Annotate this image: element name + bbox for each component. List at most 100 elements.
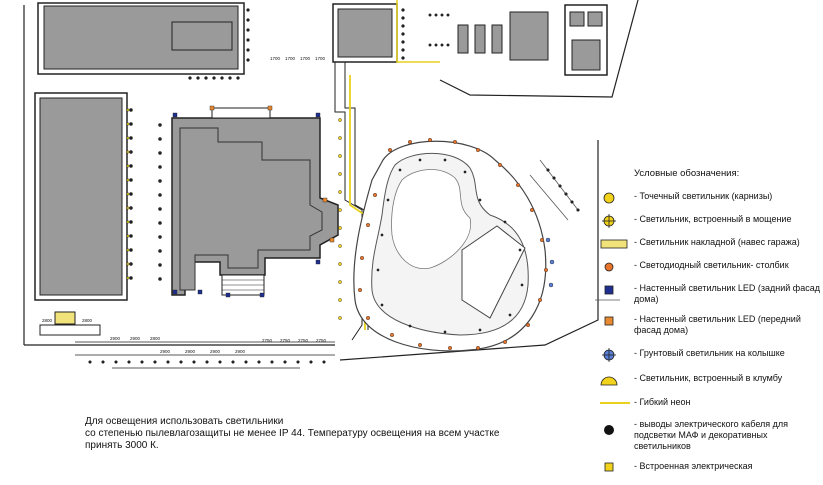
lamp-marker	[129, 108, 133, 112]
lamp-marker	[129, 206, 133, 210]
lamp-marker	[196, 76, 200, 80]
legend-item-flowerbed: - Светильник, встроенный в клумбу	[598, 373, 820, 397]
legend-item-paving-light: - Светильник, встроенный в мощение	[598, 214, 820, 238]
lamp-marker	[236, 76, 240, 80]
lamp-marker	[570, 200, 574, 204]
legend-item-canopy-light: - Светильник накладной (навес гаража)	[598, 237, 820, 261]
lamp-marker	[558, 184, 562, 188]
wall-light-marker	[225, 292, 231, 298]
lamp-marker	[434, 43, 438, 47]
lamp-marker	[126, 136, 130, 140]
lamp-marker	[114, 360, 118, 364]
bollard-marker	[428, 137, 433, 142]
dim-fence-l1: 2900	[110, 336, 121, 341]
lamp-marker	[158, 277, 162, 281]
lamp-marker	[228, 76, 232, 80]
dim-fence-m2: 2900	[185, 349, 196, 354]
note-line-3: принять 3000 К.	[85, 440, 159, 451]
lamp-marker	[338, 244, 342, 248]
lamp-marker	[338, 298, 342, 302]
lamp-marker	[204, 76, 208, 80]
wall-light-marker	[209, 105, 215, 111]
lamp-marker	[220, 76, 224, 80]
lamp-marker	[129, 248, 133, 252]
ground-light-marker	[548, 282, 554, 288]
dim-fence-r3: 2750	[298, 338, 309, 343]
lamp-marker	[401, 32, 405, 36]
legend-title: Условные обозначения:	[634, 168, 740, 179]
dim-top-3: 1700	[300, 56, 311, 61]
lamp-marker	[434, 13, 438, 17]
lamp-marker	[401, 8, 405, 12]
note-line-2: со степенью пылевлагозащиты не менее IP …	[85, 428, 500, 439]
lamp-marker	[338, 316, 342, 320]
lamp-marker	[338, 190, 342, 194]
lamp-marker	[158, 193, 162, 197]
lamp-marker	[440, 13, 444, 17]
lamp-marker	[508, 313, 512, 317]
lamp-marker	[126, 178, 130, 182]
lamp-marker	[380, 303, 384, 307]
black-dot-icon	[604, 425, 614, 435]
yellow-rectangle-icon	[600, 239, 628, 249]
blue-circle-cross-icon	[602, 348, 616, 362]
lamp-marker	[520, 283, 524, 287]
bollard-marker	[418, 343, 423, 348]
lamp-marker	[158, 179, 162, 183]
lamp-marker	[126, 248, 130, 252]
lamp-marker	[188, 76, 192, 80]
bollard-marker	[530, 207, 535, 212]
lamp-marker	[257, 360, 261, 364]
dim-fence-l2: 2900	[130, 336, 141, 341]
bollard-marker	[448, 346, 453, 351]
bollard-marker	[390, 333, 395, 338]
lamp-marker	[443, 330, 447, 334]
bollard-marker	[516, 182, 521, 187]
lighting-note: Для освещения использовать светильники с…	[85, 416, 585, 452]
lamp-marker	[338, 280, 342, 284]
pond-area	[353, 140, 547, 352]
lamp-marker	[398, 168, 402, 172]
lamp-marker	[129, 262, 133, 266]
lamp-marker	[564, 192, 568, 196]
lamp-markers	[88, 8, 580, 364]
lamp-marker	[158, 151, 162, 155]
lamp-marker	[380, 233, 384, 237]
legend-item-embedded-electrical: - Встроенная электрическая	[598, 461, 820, 485]
yellow-semicircle-icon	[600, 376, 618, 386]
lamp-marker	[166, 360, 170, 364]
lamp-marker	[428, 13, 432, 17]
wall-light-marker	[322, 197, 328, 203]
bollard-marker	[544, 268, 549, 273]
lamp-marker	[126, 234, 130, 238]
orange-square-icon	[604, 316, 614, 326]
yellow-line-icon	[600, 402, 630, 404]
legend-item-wall-front: - Настенный светильник LED (передний фас…	[598, 314, 820, 338]
bollard-marker	[538, 298, 543, 303]
lamp-marker	[158, 249, 162, 253]
lamp-marker	[158, 235, 162, 239]
lamp-marker	[446, 43, 450, 47]
lamp-marker	[246, 48, 250, 52]
lamp-marker	[158, 221, 162, 225]
lamp-marker	[440, 43, 444, 47]
lamp-marker	[218, 360, 222, 364]
lamp-marker	[338, 172, 342, 176]
lamp-marker	[158, 263, 162, 267]
dim-fence-l3: 2800	[150, 336, 161, 341]
bollard-marker	[540, 237, 545, 242]
lamp-marker	[126, 262, 130, 266]
lamp-marker	[129, 122, 133, 126]
wall-light-marker	[329, 237, 335, 243]
lamp-marker	[205, 360, 209, 364]
lamp-marker	[443, 158, 447, 162]
yellow-circle-cross-icon	[602, 214, 616, 228]
lamp-marker	[309, 360, 313, 364]
bollard-marker	[388, 147, 393, 152]
lamp-marker	[158, 207, 162, 211]
lamp-marker	[158, 165, 162, 169]
dim-fence-m4: 2900	[235, 349, 246, 354]
lamp-marker	[129, 150, 133, 154]
dim-fence-m3: 2900	[210, 349, 221, 354]
lamp-marker	[127, 360, 131, 364]
